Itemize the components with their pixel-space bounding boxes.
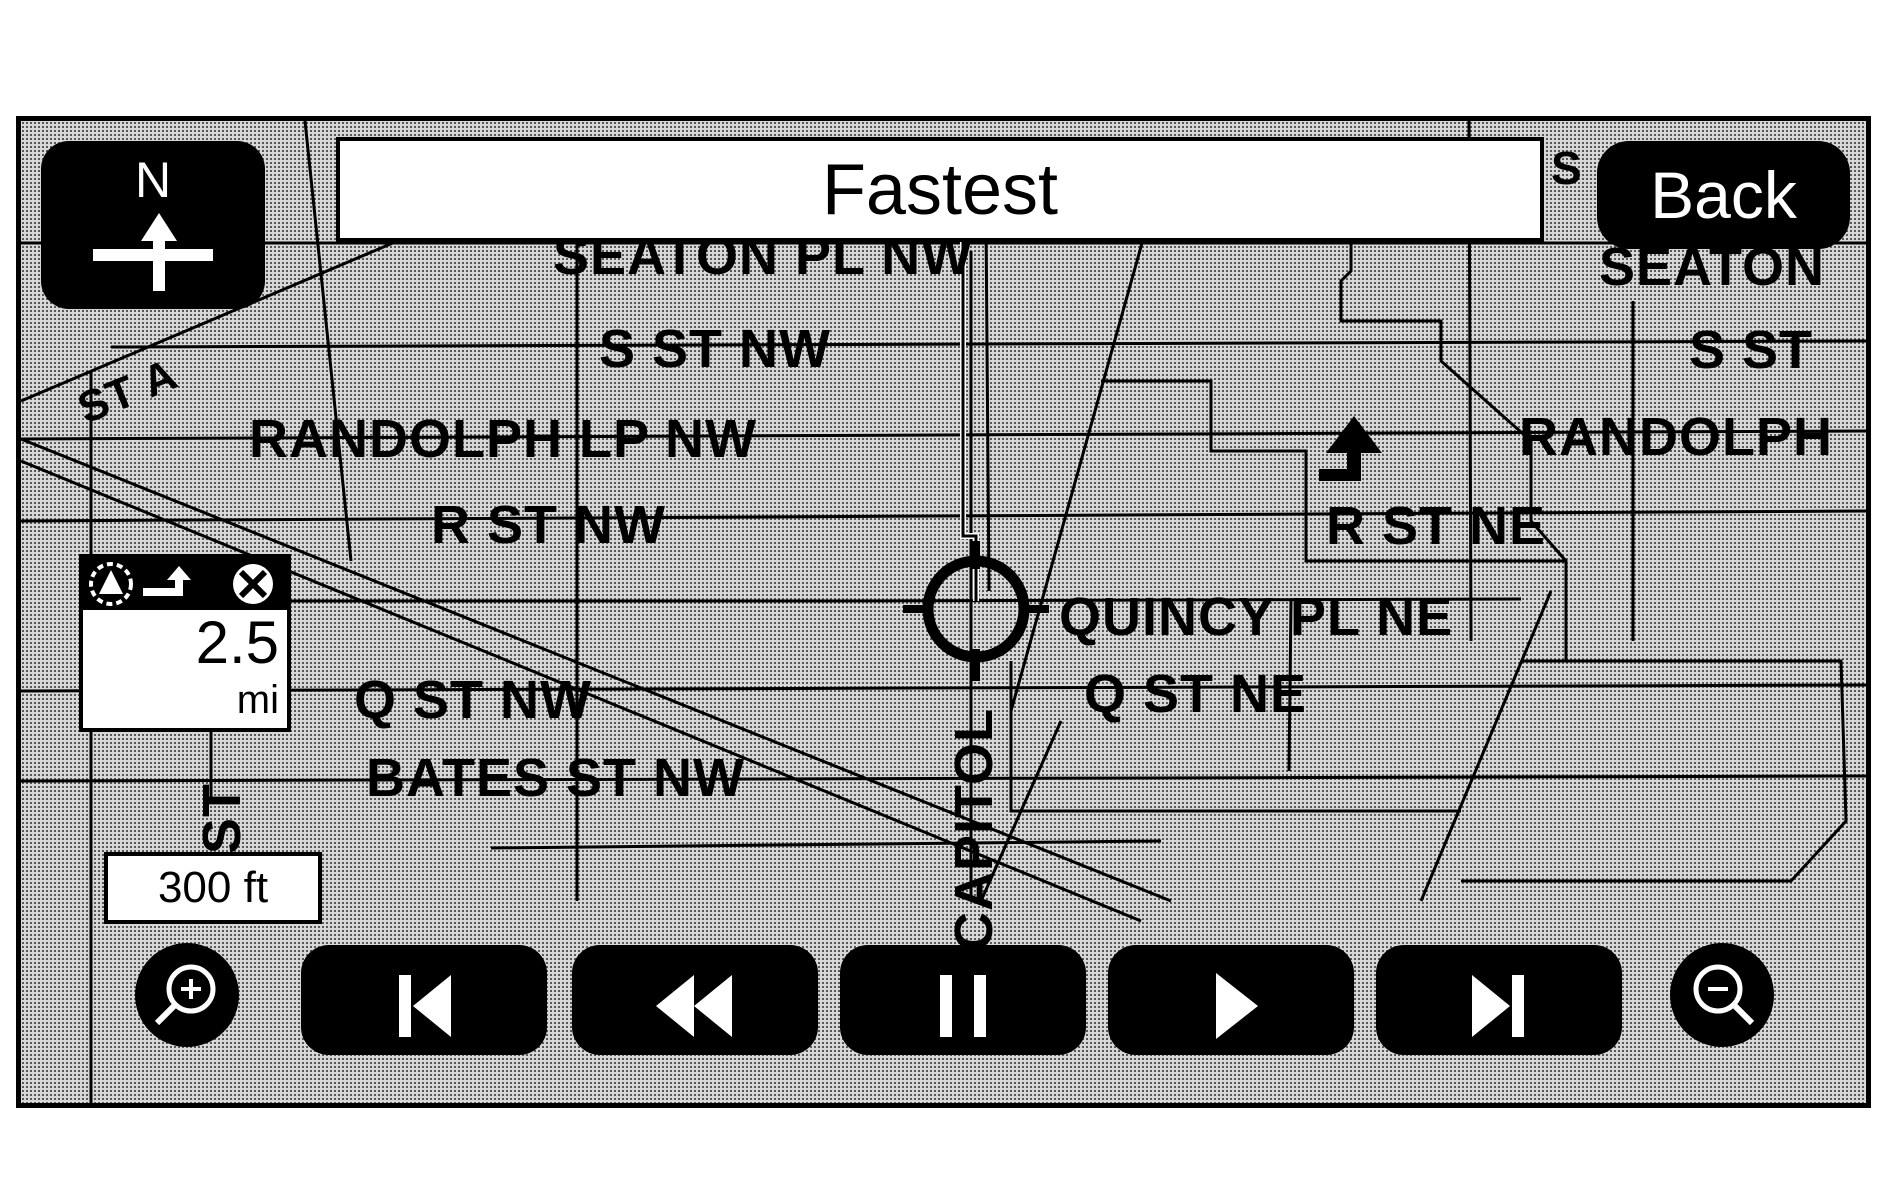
maneuver-distance-unit: mi xyxy=(236,678,279,722)
street-label-randolph-right: RANDOLPH xyxy=(1519,407,1833,467)
compass-heading: N xyxy=(134,152,172,208)
pause-icon xyxy=(940,975,986,1037)
skip-to-end-button[interactable] xyxy=(1376,945,1622,1055)
rewind-icon xyxy=(656,975,732,1037)
zoom-out-icon xyxy=(1693,964,1755,1026)
route-mode-title: Fastest xyxy=(336,137,1544,242)
street-label-s-st-nw: S ST NW xyxy=(599,319,831,379)
compass-button[interactable]: N xyxy=(41,141,265,309)
skip-to-end-icon xyxy=(1472,975,1524,1037)
street-label-quincy-pl-ne: QUINCY PL NE xyxy=(1059,587,1454,647)
destination-arrow-icon xyxy=(89,562,133,606)
street-label-s-edge: S xyxy=(1551,142,1583,194)
play-icon xyxy=(1216,973,1258,1039)
back-button[interactable]: Back xyxy=(1597,141,1850,249)
street-label-q-st-nw: Q ST NW xyxy=(354,670,592,730)
maneuver-icons-bar xyxy=(83,558,287,610)
street-label-bates-st-nw: BATES ST NW xyxy=(366,748,745,808)
map-canvas[interactable] xyxy=(21,121,1866,1103)
street-label-r-st-ne: R ST NE xyxy=(1326,496,1547,556)
zoom-out-button[interactable] xyxy=(1670,943,1774,1047)
turn-right-icon xyxy=(143,566,191,596)
skip-to-start-button[interactable] xyxy=(301,945,547,1055)
map-scale: 300 ft xyxy=(104,852,322,924)
navigation-screen: SEATON PL NW S ST NW RANDOLPH LP NW R ST… xyxy=(16,116,1871,1108)
maneuver-panel[interactable]: 2.5 mi xyxy=(79,554,291,732)
street-label-capitol: CAPITOL xyxy=(944,707,1004,951)
zoom-in-button[interactable] xyxy=(135,943,239,1047)
zoom-in-icon xyxy=(154,964,216,1026)
maneuver-distance: 2.5 xyxy=(195,609,279,676)
cancel-guidance-icon xyxy=(233,564,273,604)
next-turn-arrow-icon xyxy=(1319,416,1382,481)
pause-button[interactable] xyxy=(840,945,1086,1055)
rewind-button[interactable] xyxy=(572,945,818,1055)
street-label-q-st-ne: Q ST NE xyxy=(1084,664,1308,724)
skip-to-start-icon xyxy=(399,975,451,1037)
street-label-s-st-right: S ST xyxy=(1689,320,1814,380)
play-button[interactable] xyxy=(1108,945,1354,1055)
north-arrow-icon xyxy=(93,213,213,291)
street-label-randolph-lp-nw: RANDOLPH LP NW xyxy=(249,409,757,469)
street-label-r-st-nw: R ST NW xyxy=(431,495,666,555)
vehicle-position-icon xyxy=(903,541,1049,681)
